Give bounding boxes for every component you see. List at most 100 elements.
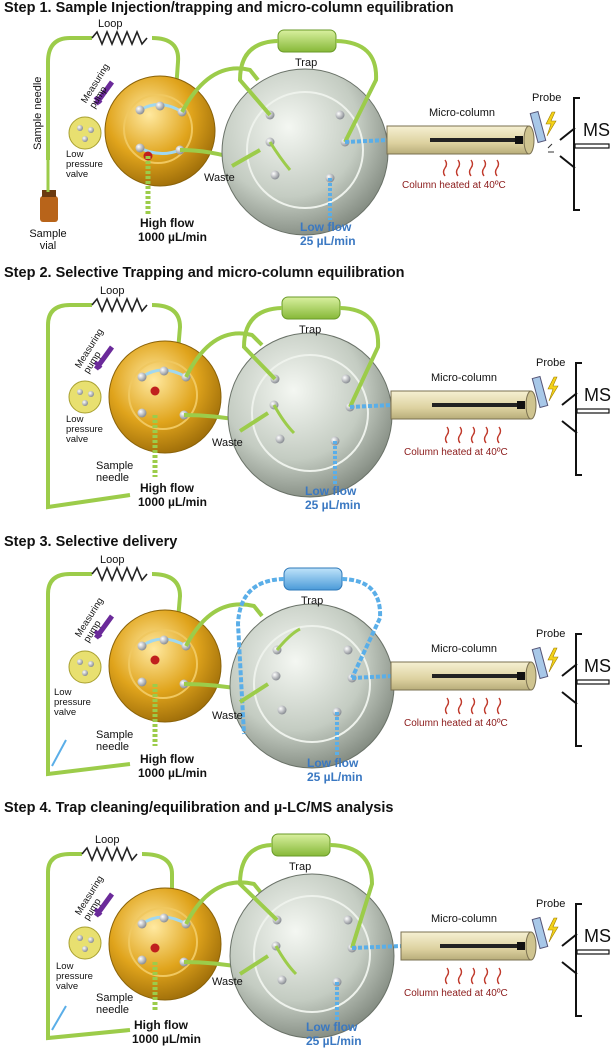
step-4-diagram (46, 833, 610, 1041)
ms-bracket (575, 633, 582, 747)
low-pressure-valve (68, 926, 102, 960)
loop-coil (91, 296, 148, 314)
trap (283, 567, 343, 591)
high-flow-rate: 1000 µL/min (138, 230, 207, 244)
low-pressure-valve (68, 650, 102, 684)
injection-valve (108, 609, 222, 723)
probe-label: Probe (536, 898, 566, 910)
lightning-icon (547, 917, 559, 943)
trap-label: Trap (301, 595, 324, 607)
waste-label: Waste (212, 437, 243, 449)
waste-label: Waste (204, 172, 235, 184)
sample-needle-line (46, 572, 131, 777)
low-pressure-valve-label: Low pressure valve (66, 414, 103, 445)
low-flow-rate: 25 µL/min (305, 498, 361, 512)
trap-label: Trap (289, 861, 312, 873)
probe-label: Probe (536, 628, 566, 640)
injection-valve (108, 887, 222, 1001)
low-flow-rate: 25 µL/min (307, 770, 363, 784)
waste-line (231, 148, 261, 168)
step-4-panel: Step 4. Trap cleaning/equilibration and … (0, 800, 611, 1050)
micro-column-label: Micro-column (431, 913, 498, 925)
loop-label: Loop (95, 834, 120, 846)
high-flow-label: High flow (134, 1018, 188, 1032)
low-flow-label: Low flow (305, 484, 357, 498)
injection-valve (108, 340, 222, 454)
low-pressure-valve (68, 380, 102, 414)
column-heated-label: Column heated at 40ºC (404, 988, 508, 999)
high-flow-rate: 1000 µL/min (138, 495, 207, 509)
trap (281, 296, 341, 320)
high-flow-rate: 1000 µL/min (132, 1032, 201, 1046)
high-flow-rate: 1000 µL/min (138, 766, 207, 780)
low-pressure-valve-label: Low pressure valve (66, 149, 103, 180)
ms-label: MS (584, 656, 611, 676)
step-3-panel: Step 3. Selective delivery (0, 534, 611, 796)
high-flow-label: High flow (140, 752, 194, 766)
loop-coil (91, 565, 148, 583)
loop-label: Loop (98, 18, 123, 30)
low-flow-label: Low flow (300, 220, 352, 234)
sample-needle-label: Sample needle (32, 76, 44, 150)
lightning-icon (547, 647, 559, 673)
step-2-panel: Step 2. Selective Trapping and micro-col… (0, 265, 611, 527)
low-pressure-valve-label: Low pressure valve (56, 961, 93, 992)
probe-label: Probe (532, 92, 562, 104)
heat-waves (444, 967, 502, 985)
heat-waves (444, 426, 502, 444)
trap (277, 29, 337, 53)
low-pressure-valve (68, 116, 102, 150)
step-2-diagram (46, 296, 610, 510)
high-flow-label: High flow (140, 481, 194, 495)
waste-line (238, 411, 270, 433)
loop-coil (81, 845, 138, 863)
low-flow-rate: 25 µL/min (306, 1034, 362, 1048)
ms-label: MS (584, 926, 611, 946)
lightning-icon (547, 376, 559, 402)
lightning-icon (545, 111, 557, 137)
probe (531, 646, 549, 680)
ms-label: MS (583, 120, 610, 140)
ms-bracket (575, 903, 582, 1017)
trap-label: Trap (299, 324, 322, 336)
trap-label: Trap (295, 57, 318, 69)
step-1-diagram (40, 29, 610, 236)
loop-coil (91, 29, 148, 47)
high-flow-label: High flow (140, 216, 194, 230)
step-1-panel: Step 1. Sample Injection/trapping and mi… (0, 0, 611, 262)
low-pressure-valve-label: Low pressure valve (54, 687, 91, 718)
column-heated-label: Column heated at 40ºC (402, 180, 506, 191)
sample-needle-line (46, 852, 131, 1041)
probe (531, 375, 549, 409)
step-title: Step 1. Sample Injection/trapping and mi… (4, 0, 454, 16)
low-flow-rate: 25 µL/min (300, 234, 356, 248)
probe (531, 916, 549, 950)
trap (271, 833, 331, 857)
step-title: Step 4. Trap cleaning/equilibration and … (4, 800, 394, 816)
sample-vial (40, 196, 58, 222)
waste-label: Waste (212, 976, 243, 988)
sample-vial-label: Sample vial (29, 228, 67, 252)
sample-needle-line (46, 36, 92, 160)
injection-valve (104, 75, 216, 187)
waste-line (238, 954, 270, 976)
heat-waves (442, 159, 500, 177)
heat-waves (444, 697, 502, 715)
waste-label: Waste (212, 710, 243, 722)
micro-column-label: Micro-column (431, 372, 498, 384)
probe (529, 110, 547, 144)
loop-label: Loop (100, 554, 125, 566)
waste-line (238, 682, 270, 704)
step-title: Step 2. Selective Trapping and micro-col… (4, 265, 405, 281)
low-flow-label: Low flow (306, 1020, 358, 1034)
ms-bracket (573, 97, 580, 211)
column-heated-label: Column heated at 40ºC (404, 718, 508, 729)
sample-needle-label: Sample needle (96, 992, 134, 1016)
low-flow-label: Low flow (307, 756, 359, 770)
micro-column-label: Micro-column (431, 643, 498, 655)
step-3-diagram (46, 565, 610, 777)
sample-needle-label: Sample needle (96, 729, 134, 753)
ms-bracket (575, 362, 582, 476)
micro-column-label: Micro-column (429, 107, 496, 119)
ms-label: MS (584, 385, 611, 405)
